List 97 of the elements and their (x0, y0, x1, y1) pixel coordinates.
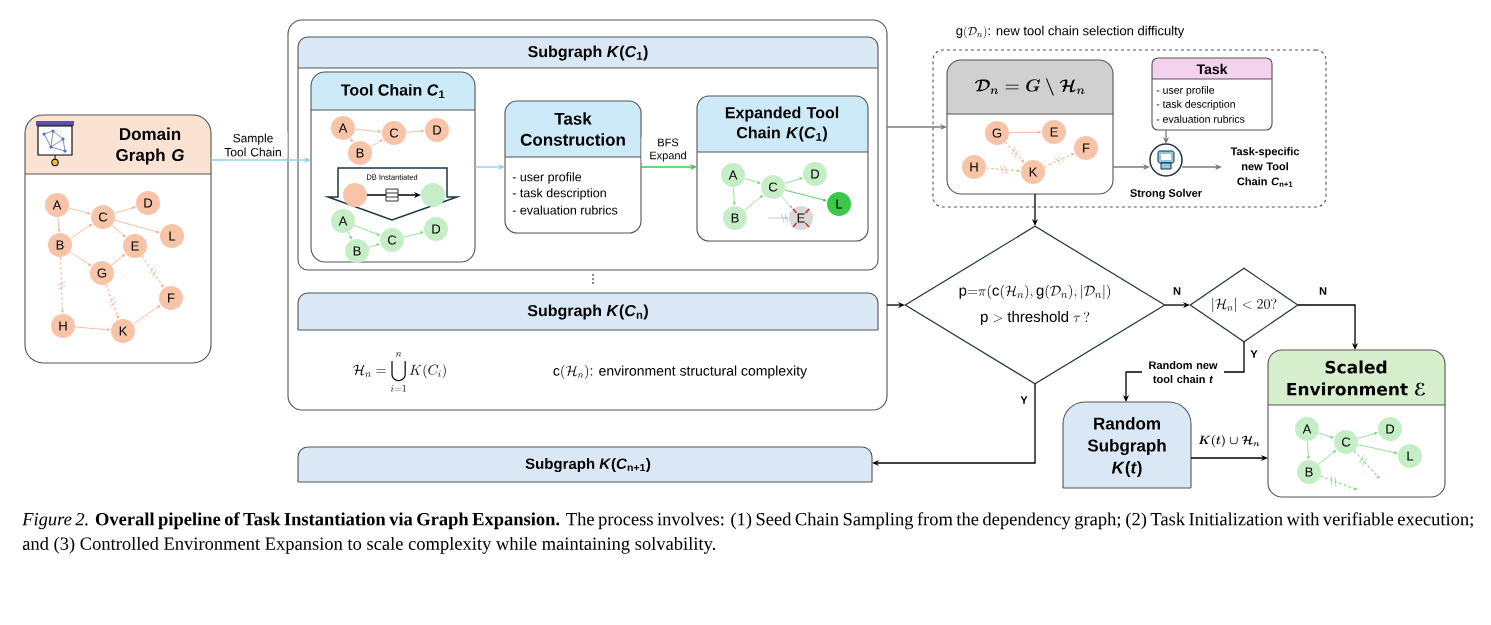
graph-node-label: D (1384, 423, 1396, 435)
dashed-panel (932, 49, 1327, 208)
arrow (403, 231, 424, 238)
graph-node-label: F (166, 292, 176, 304)
arrow (780, 195, 793, 209)
edge-label: $\boldsymbol{K(t) \cup \mathcal{H}_n}$ (1196, 433, 1262, 449)
arrow (1357, 444, 1398, 455)
graph-node-label: C (1340, 436, 1352, 448)
graph-node-label: G (96, 267, 108, 279)
graph-node-label: K (1028, 166, 1038, 178)
graph-node-label: K (118, 325, 128, 337)
graph-node-label: A (1302, 423, 1312, 435)
pipeline-panel (287, 19, 888, 411)
arrow (1318, 449, 1337, 465)
arrow (57, 216, 61, 233)
figure-caption: Figure 2. Overall pipeline of Task Instantiation via Graph Expansion. The process involves: (1) Seed Chain Sampling from the dependency graph; (2) Task Initialization with verifiable execution; and (3) Controlled Environment Expansion to scale complexity while maintaining solvability. (22, 512, 1473, 554)
arrow (105, 283, 119, 319)
graph-node-label: B (730, 212, 740, 224)
arrow (370, 139, 383, 148)
arrow (744, 195, 764, 211)
graph-node-label: D (431, 124, 443, 136)
arrow (784, 189, 827, 202)
graph-node-label: B (1304, 466, 1314, 478)
graph-node-label: G (991, 127, 1003, 139)
edge-label: Y (1248, 348, 1260, 360)
graph-node-label: A (52, 199, 62, 211)
graph-node (421, 183, 445, 207)
graph-node-label: D (430, 223, 442, 235)
arrow (767, 213, 789, 223)
arrow (114, 206, 136, 214)
graph-node (343, 183, 367, 207)
arrow (732, 186, 736, 206)
arrow (349, 137, 353, 143)
arrow (872, 383, 1036, 467)
arrow (1319, 475, 1358, 491)
arrow (141, 255, 164, 288)
arrow (368, 243, 380, 248)
arrow (354, 225, 381, 236)
graph-node-label: L (834, 198, 844, 210)
graph-node-label: B (352, 245, 362, 257)
arrow (1318, 432, 1334, 439)
edge-label: Y (1018, 394, 1030, 406)
union-formula: $\mathcal{H}_n = \bigcup_{i=1}^{n} K(C_i)$ (353, 352, 446, 392)
arrow (354, 128, 382, 133)
arrow (114, 219, 160, 234)
edge-label: BFS Expand (641, 137, 695, 163)
flow-note: Random new tool chain t (1142, 359, 1224, 385)
graph-node-label: C (767, 181, 779, 193)
arrow (985, 164, 1021, 175)
arrow (68, 207, 91, 215)
subgraph-box: Random Subgraph K(t) (1062, 401, 1192, 489)
graph-node-label: L (167, 230, 177, 242)
output-label: Task-specific new Tool Chain C$_{n+1}$ (1230, 147, 1300, 187)
arrow (1357, 432, 1378, 439)
arrow (1043, 153, 1075, 168)
subgraph-band: Subgraph K(C$_{n}$) (297, 292, 879, 331)
graph-node-label: H (968, 161, 980, 173)
difficulty-note: $\mathrm{g}(\mathcal{D}_n)\text{: new tool chain selection difficulty}$ (956, 25, 1185, 39)
edge-label: Sample Tool Chain (218, 132, 288, 158)
edge-label: N (1317, 285, 1329, 297)
graph-node-label: H (57, 320, 69, 332)
arrow (1306, 440, 1310, 460)
graph-node-label: F (1081, 142, 1091, 154)
arrow (1297, 304, 1359, 350)
arrow (69, 251, 92, 267)
graph-node-label: B (355, 147, 365, 159)
arrow (1353, 450, 1380, 479)
arrow (1004, 141, 1025, 163)
arrow (132, 305, 161, 325)
graph-node-label: D (142, 197, 154, 209)
arrow (57, 256, 66, 314)
arrow (74, 326, 111, 332)
solver-label: Strong Solver (1130, 188, 1202, 200)
task-card: Task Construction - user profile - task description - evaluation rubrics (504, 100, 642, 234)
arrow (111, 224, 126, 238)
arrow (744, 178, 761, 184)
graph-node-label: C (386, 234, 398, 246)
graph-node-label: C (388, 127, 400, 139)
task-card: Task - user profile - task description - evaluation rubrics (1151, 57, 1273, 131)
arrow (1008, 130, 1042, 134)
graph-node-label: E (1049, 126, 1059, 138)
arrow (405, 129, 425, 133)
subgraph-band: Subgraph K(C$_{n+1}$) (297, 446, 873, 483)
graph-node-label: A (728, 169, 738, 181)
complexity-note: $\mathrm{c}(\mathcal{H}_n)\text{: environment structural complexity}$ (553, 364, 808, 380)
arrow (69, 223, 93, 239)
graph-node-label: A (338, 122, 348, 134)
arrow (784, 177, 803, 184)
graph-node-label: E (796, 212, 806, 224)
graph-node-label: L (1405, 450, 1415, 462)
graph-node-label: B (55, 239, 65, 251)
arrow (347, 231, 352, 240)
arrow (111, 254, 126, 266)
graph-node-label: C (97, 211, 109, 223)
edge-label: N (1171, 285, 1183, 297)
graph-node-label: D (809, 168, 821, 180)
graph-node-label: E (130, 240, 140, 252)
